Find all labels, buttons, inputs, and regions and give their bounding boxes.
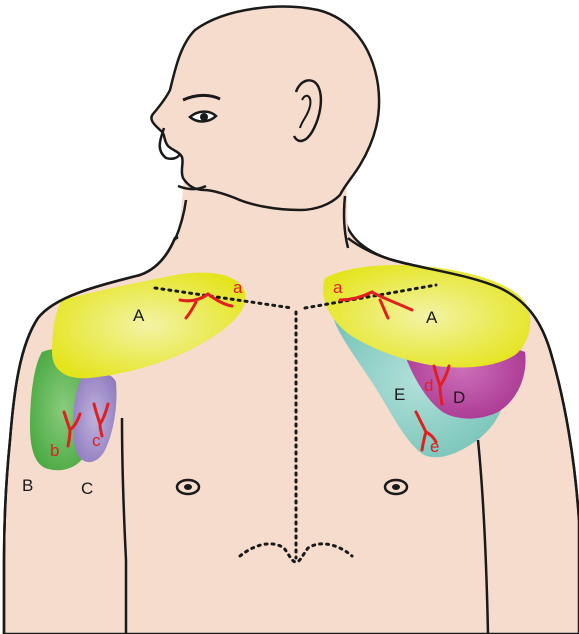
pupil <box>200 113 208 121</box>
label-point-c: c <box>92 431 101 450</box>
label-E: E <box>394 385 405 404</box>
label-A-left: A <box>133 306 145 325</box>
label-point-d: d <box>424 376 433 395</box>
label-C: C <box>81 479 93 498</box>
label-B: B <box>22 476 33 495</box>
nipple-left <box>177 480 199 494</box>
label-point-e: e <box>430 437 439 456</box>
label-point-a-left: a <box>233 278 243 297</box>
nipple-right <box>385 480 407 494</box>
label-A-right: A <box>426 308 438 327</box>
label-point-a-right: a <box>333 278 343 297</box>
label-D: D <box>453 388 465 407</box>
label-point-b: b <box>50 441 59 460</box>
head <box>151 7 379 210</box>
